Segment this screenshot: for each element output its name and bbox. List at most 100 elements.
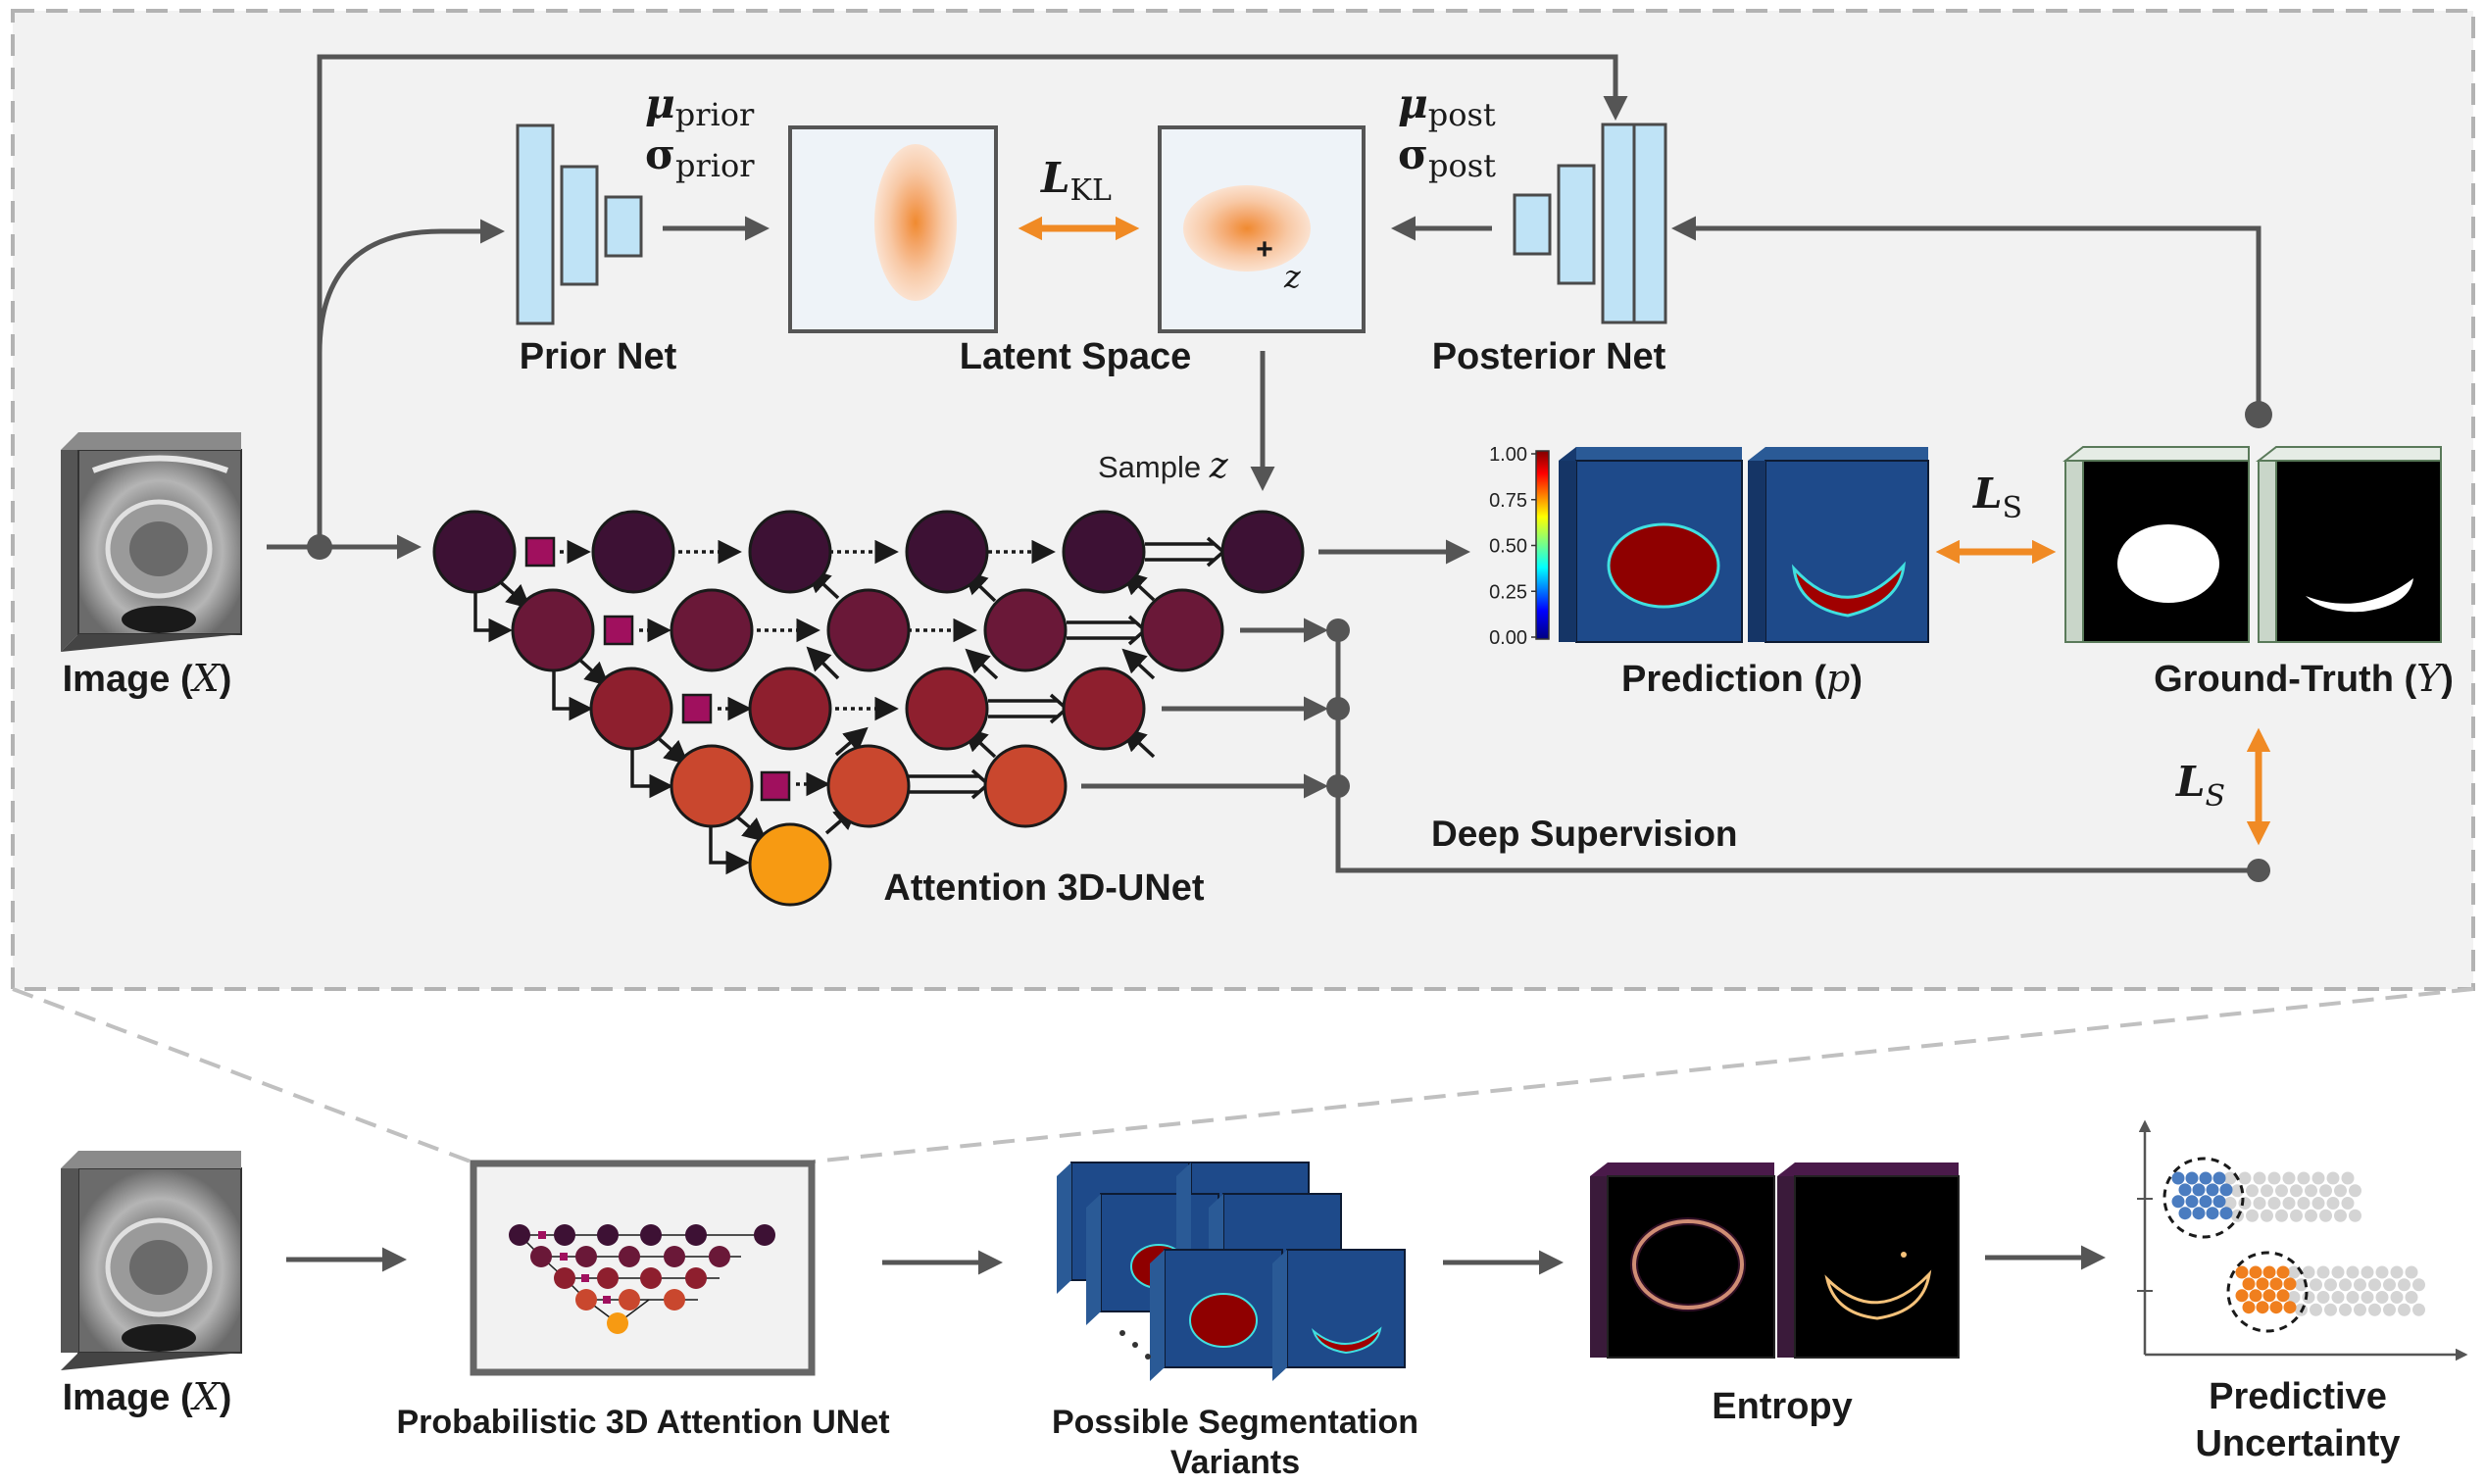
ground-truth-volume-1: [2063, 446, 2250, 643]
uncertainty-dot-grey: [2339, 1303, 2352, 1316]
uncertainty-dot-grey: [2223, 1171, 2237, 1185]
uncertainty-dot-blue: [2171, 1195, 2185, 1209]
uncertainty-dot-orange: [2276, 1289, 2290, 1303]
uncertainty-dot-blue: [2192, 1207, 2206, 1220]
uncertainty-dot-grey: [2324, 1303, 2337, 1316]
uncertainty-dot-blue: [2192, 1183, 2206, 1197]
mini-unet: [509, 1224, 775, 1334]
uncertainty-dot-orange: [2256, 1301, 2269, 1314]
entropy-map-2: [1777, 1162, 1960, 1359]
image-label-bottom: Image (X): [63, 1375, 232, 1418]
ds-dot-1: [1326, 618, 1350, 642]
uncertainty-dot-grey: [2302, 1265, 2315, 1279]
uncertainty-dot-orange: [2235, 1289, 2249, 1303]
uncertainty-dot-grey: [2361, 1291, 2374, 1304]
predictive-line2: Uncertainty: [2195, 1423, 2400, 1464]
image-junction-dot: [307, 534, 332, 560]
uncertainty-dot-grey: [2253, 1197, 2266, 1210]
uncertainty-dot-grey: [2354, 1303, 2366, 1316]
entropy-map-1: [1590, 1162, 1775, 1359]
uncertainty-cluster-blue-ring: [2162, 1157, 2245, 1239]
uncertainty-dot-grey: [2310, 1303, 2322, 1316]
uncertainty-dot-blue: [2199, 1171, 2212, 1185]
uncertainty-dot-grey: [2375, 1265, 2389, 1279]
ds-dot-2: [1326, 697, 1350, 720]
uncertainty-dot-blue: [2171, 1171, 2185, 1185]
uncertainty-dot-blue: [2185, 1195, 2199, 1209]
predictive-line1: Predictive: [2209, 1376, 2387, 1417]
uncertainty-dot-grey: [2275, 1184, 2288, 1198]
uncertainty-dot-blue: [2212, 1171, 2226, 1185]
ground-truth-volume-2: [2256, 446, 2442, 643]
mini-unet-box: [470, 1160, 816, 1376]
uncertainty-dot-grey: [2267, 1171, 2281, 1185]
uncertainty-dot-grey: [2383, 1278, 2396, 1292]
prior-gaussian: [874, 144, 957, 301]
sigma-prior: σprior: [645, 130, 755, 184]
mu-post: μpost: [1398, 79, 1496, 133]
possible-seg-line1: Possible Segmentation: [1052, 1404, 1418, 1441]
uncertainty-dot-grey: [2305, 1209, 2317, 1222]
zoom-line-right: [813, 987, 2474, 1163]
segmentation-variants: [1057, 1162, 1406, 1381]
uncertainty-dot-grey: [2297, 1171, 2311, 1185]
ground-truth-label: Ground-Truth (Y): [2154, 657, 2454, 700]
latent-z: z: [1283, 258, 1302, 295]
uncertainty-dot-grey: [2267, 1197, 2281, 1210]
uncertainty-dot-grey: [2282, 1197, 2296, 1210]
uncertainty-dot-blue: [2212, 1195, 2226, 1209]
uncertainty-dot-grey: [2253, 1171, 2266, 1185]
uncertainty-dot-grey: [2398, 1303, 2410, 1316]
posterior-net-label: Posterior Net: [1432, 336, 1666, 377]
kl-loss: LKL: [1040, 154, 1112, 208]
colorbar-tick-label: 0.50: [1489, 536, 1527, 558]
attention-unet-label: Attention 3D-UNet: [883, 867, 1205, 909]
uncertainty-dot-blue: [2206, 1183, 2219, 1197]
uncertainty-dot-grey: [2346, 1291, 2360, 1304]
uncertainty-dot-blue: [2185, 1171, 2199, 1185]
uncertainty-dot-grey: [2354, 1278, 2366, 1292]
uncertainty-dot-grey: [2383, 1303, 2396, 1316]
uncertainty-dot-grey: [2297, 1197, 2311, 1210]
uncertainty-dot-grey: [2275, 1209, 2288, 1222]
uncertainty-dot-grey: [2326, 1197, 2340, 1210]
prob-unet-label: Probabilistic 3D Attention UNet: [396, 1404, 889, 1441]
uncertainty-dot-grey: [2287, 1265, 2301, 1279]
uncertainty-dot-grey: [2261, 1209, 2273, 1222]
prediction-volume-2: [1748, 447, 1929, 643]
uncertainty-dot-grey: [2287, 1291, 2301, 1304]
uncertainty-dot-grey: [2390, 1291, 2404, 1304]
colorbar-tick-label: 0.25: [1489, 581, 1527, 603]
sample-z-label: Sample z: [1098, 446, 1229, 486]
zoom-line-left: [12, 987, 472, 1163]
deep-supervision-label: Deep Supervision: [1431, 814, 1738, 854]
uncertainty-dot-grey: [2349, 1184, 2361, 1198]
uncertainty-dot-grey: [2290, 1184, 2303, 1198]
uncertainty-dot-grey: [2412, 1303, 2425, 1316]
colorbar-tick-label: 0.00: [1489, 627, 1527, 649]
uncertainty-dot-grey: [2282, 1171, 2296, 1185]
uncertainty-dot-grey: [2375, 1291, 2389, 1304]
uncertainty-dot-grey: [2261, 1184, 2273, 1198]
possible-seg-line2: Variants: [1170, 1444, 1300, 1481]
image-to-posterior-arrow: [317, 54, 1628, 547]
posterior-gaussian: [1183, 185, 1311, 272]
uncertainty-dot-orange: [2276, 1265, 2290, 1279]
uncertainty-dot-grey: [2238, 1171, 2252, 1185]
uncertainty-dot-orange: [2283, 1301, 2297, 1314]
uncertainty-dot-orange: [2242, 1301, 2256, 1314]
uncertainty-dot-blue: [2219, 1183, 2233, 1197]
uncertainty-cluster-orange-ring: [2226, 1251, 2309, 1333]
prediction-volume-1: [1559, 447, 1743, 643]
uncertainty-dot-orange: [2242, 1277, 2256, 1291]
uncertainty-dot-orange: [2262, 1289, 2276, 1303]
uncertainty-dot-grey: [2311, 1197, 2325, 1210]
uncertainty-dot-orange: [2269, 1277, 2283, 1291]
colorbar-tick-label: 0.75: [1489, 490, 1527, 512]
uncertainty-dot-grey: [2316, 1291, 2330, 1304]
uncertainty-dot-grey: [2349, 1209, 2361, 1222]
ls-vertical-loss: LS: [2175, 758, 2225, 814]
uncertainty-dot-grey: [2316, 1265, 2330, 1279]
uncertainty-dot-grey: [2346, 1265, 2360, 1279]
